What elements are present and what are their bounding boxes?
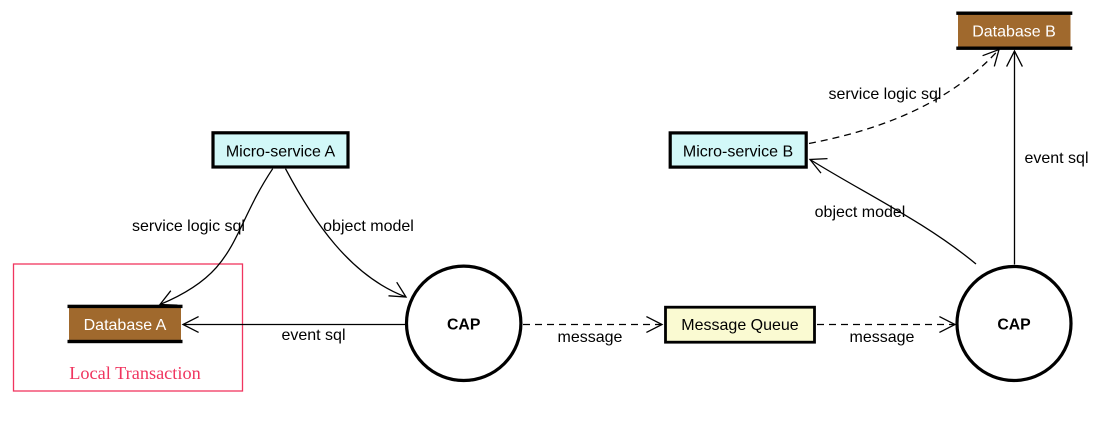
svg-text:service logic sql: service logic sql bbox=[829, 86, 942, 103]
svg-text:Micro-service B: Micro-service B bbox=[683, 144, 793, 161]
svg-text:message: message bbox=[850, 329, 915, 346]
svg-text:event sql: event sql bbox=[1024, 150, 1088, 167]
svg-text:message: message bbox=[558, 329, 623, 346]
svg-text:Database B: Database B bbox=[972, 24, 1056, 41]
svg-text:Local Transaction: Local Transaction bbox=[69, 363, 201, 383]
svg-text:event sql: event sql bbox=[281, 327, 345, 344]
svg-text:object model: object model bbox=[323, 218, 414, 235]
svg-text:CAP: CAP bbox=[997, 317, 1030, 334]
svg-text:service logic sql: service logic sql bbox=[132, 218, 245, 235]
svg-text:Message Queue: Message Queue bbox=[681, 317, 799, 334]
svg-text:Micro-service A: Micro-service A bbox=[226, 144, 336, 161]
svg-text:Database A: Database A bbox=[84, 317, 167, 334]
svg-text:object model: object model bbox=[815, 204, 906, 221]
svg-text:CAP: CAP bbox=[447, 317, 480, 334]
